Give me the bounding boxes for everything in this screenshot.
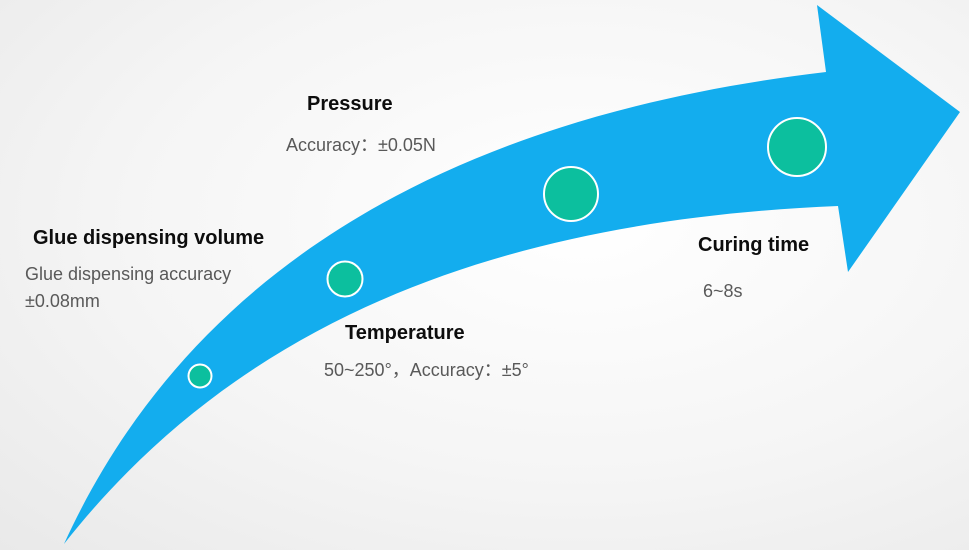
stage-description-curing-time: 6~8s bbox=[703, 281, 743, 301]
stage-title-temperature: Temperature bbox=[345, 322, 465, 344]
stage-title-curing-time: Curing time bbox=[698, 234, 810, 256]
stage-description-temperature: 50~250°，Accuracy：±5° bbox=[324, 360, 529, 380]
stage-description-pressure: Accuracy：±0.05N bbox=[286, 135, 436, 155]
stage-title-pressure: Pressure bbox=[307, 93, 393, 115]
curved-arrow-shape bbox=[64, 5, 960, 544]
stage-title-glue-dispensing-volume: Glue dispensing volume bbox=[33, 227, 265, 249]
stage-marker-curing-time bbox=[767, 117, 827, 177]
stage-description-glue-dispensing-volume: Glue dispensing accuracy ±0.08mm bbox=[25, 264, 232, 311]
stage-marker-glue-dispensing bbox=[187, 363, 213, 389]
stage-marker-temperature bbox=[326, 260, 364, 298]
stage-marker-pressure bbox=[543, 166, 599, 222]
